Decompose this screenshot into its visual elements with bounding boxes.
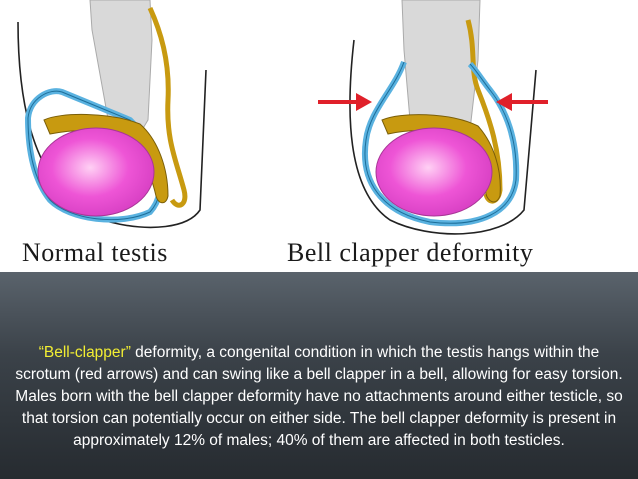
anatomy-illustration: Normal testis Bell clapper deformity [0,0,638,272]
testis-diagram [17,0,548,235]
normal-testis-label: Normal testis [22,238,168,267]
caption-highlight: “Bell-clapper” [38,343,131,361]
caption-body: deformity, a congenital condition in whi… [15,343,623,449]
normal-testis-body [37,127,155,217]
normal-testis-drawing [17,0,207,229]
right-red-arrow [496,93,548,111]
bell-testis-body [375,127,493,217]
caption-panel: “Bell-clapper” deformity, a congenital c… [0,272,638,479]
normal-vas-deferens [147,6,188,208]
bell-clapper-drawing [318,0,548,235]
bell-clapper-label: Bell clapper deformity [287,238,534,267]
left-red-arrow [318,93,372,111]
caption-text: “Bell-clapper” deformity, a congenital c… [14,342,624,452]
bell-scrotum-outline [349,39,537,235]
